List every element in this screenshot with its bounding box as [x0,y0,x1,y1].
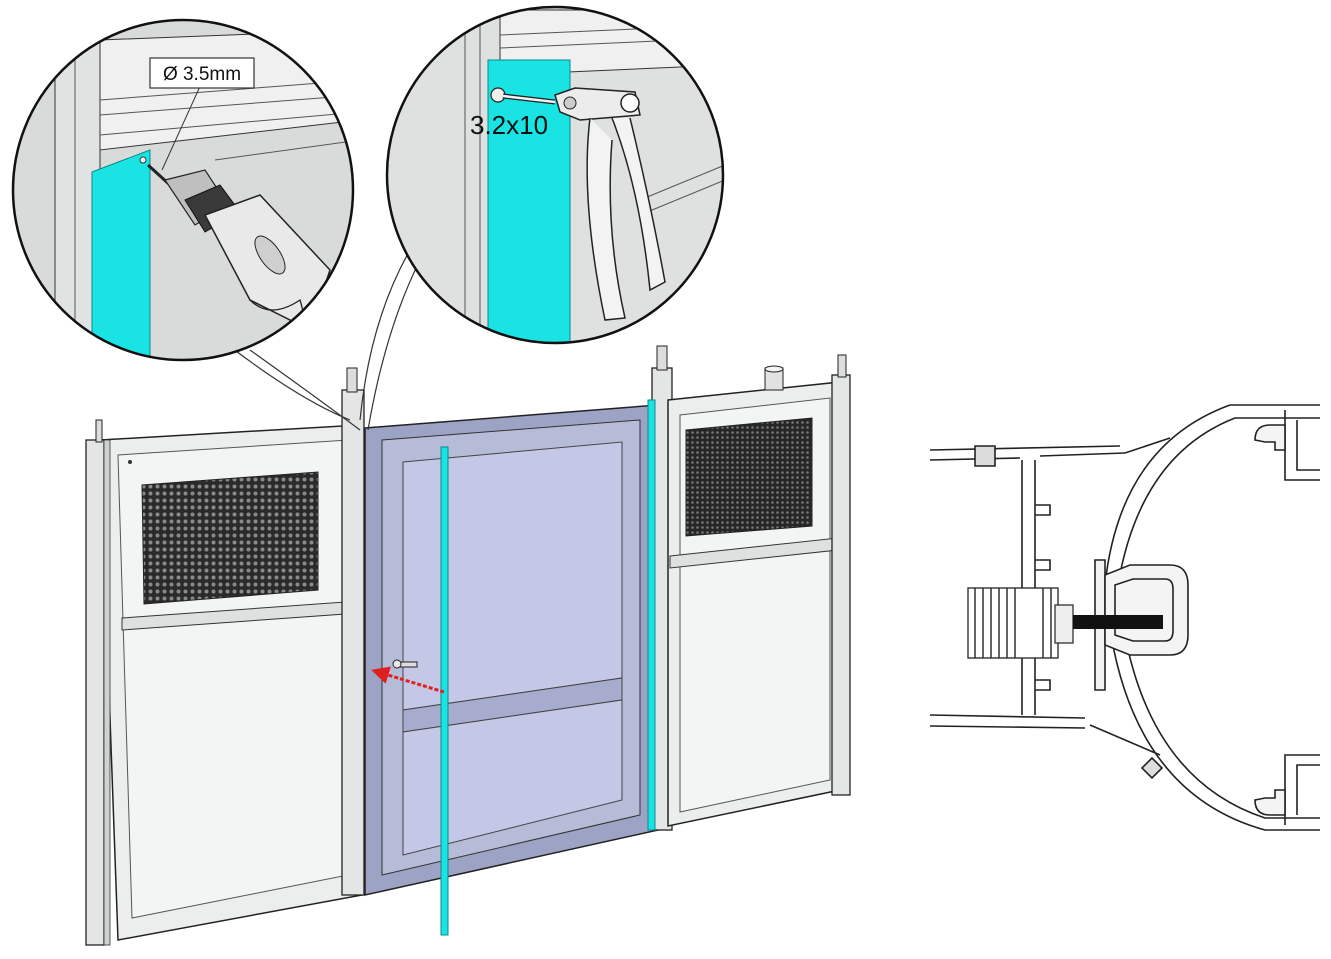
arrow-icon [371,666,445,694]
right-panel [667,354,851,827]
partition-assembly [85,345,851,946]
profile-cross-section [929,404,1320,831]
profile-strip [487,59,571,343]
top-connector [764,365,784,391]
drill-size-label: Ø 3.5mm [163,64,241,85]
left-ventilation-mesh [141,471,319,605]
left-panel [85,367,365,946]
door [364,345,673,936]
screw-size-label: 3.2x10 [470,110,548,140]
left-door-post [128,367,365,896]
drill-icon [146,163,331,346]
section-screw [967,587,1163,659]
door-glass-lower [402,699,623,856]
door-glass-upper [402,441,623,711]
rivet-detail-callout: 3.2x10 [385,5,725,345]
right-end-post [831,354,851,796]
profile-strip [91,149,151,360]
callout-leaders [227,249,421,431]
rivet-gun-icon [554,87,666,321]
left-end-post [85,419,111,946]
drill-detail-callout: Ø 3.5mm [11,18,355,362]
door-handle [392,659,418,669]
right-ventilation-mesh [685,417,813,537]
rivet-icon [490,87,556,105]
profile-strip-right [647,399,656,831]
drill-size-label-box [149,57,255,89]
